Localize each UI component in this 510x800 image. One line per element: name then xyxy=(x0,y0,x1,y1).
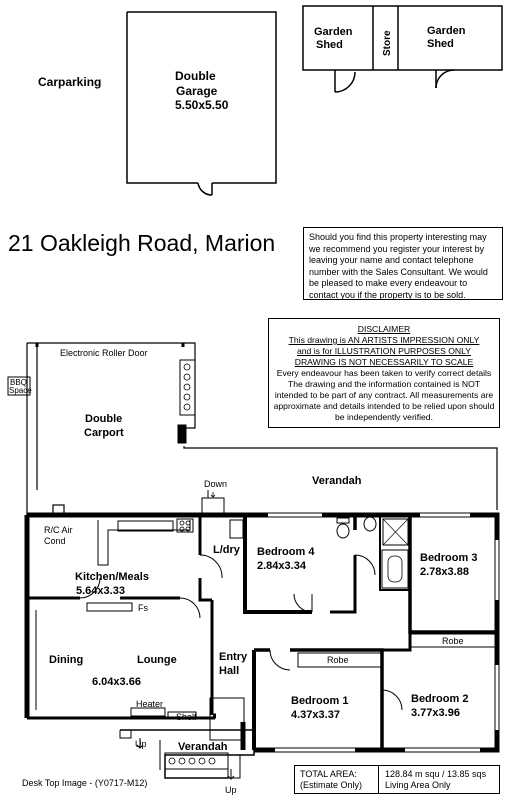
bed1-label: Bedroom 1 xyxy=(291,695,348,707)
property-address: 21 Oakleigh Road, Marion xyxy=(8,230,276,256)
estimate-label: (Estimate Only) xyxy=(300,780,363,790)
carparking-label: Carparking xyxy=(38,75,101,89)
bed2-size: 3.77x3.96 xyxy=(411,707,460,719)
interest-notice: Should you find this property interestin… xyxy=(303,227,503,300)
dining-label: Dining xyxy=(49,654,83,666)
roller-door-label: Electronic Roller Door xyxy=(60,348,148,358)
bed3-size: 2.78x3.88 xyxy=(420,566,469,578)
disclaimer-heading: DISCLAIMER xyxy=(357,324,411,334)
store-label: Store xyxy=(382,30,393,56)
aircon-label-2: Cond xyxy=(44,536,66,546)
bbq-label-2: Space xyxy=(9,386,32,395)
verandah-top-label: Verandah xyxy=(312,475,362,487)
robe1-label: Robe xyxy=(327,655,349,665)
kitchen-label: Kitchen/Meals xyxy=(75,571,149,583)
total-area-label: TOTAL AREA: xyxy=(300,769,357,779)
ldry-label: L/dry xyxy=(213,544,241,556)
disclaimer-box: DISCLAIMER This drawing is AN ARTISTS IM… xyxy=(268,318,500,428)
entry-label-2: Hall xyxy=(219,665,239,677)
shed2-label: Garden xyxy=(427,25,466,37)
heater-label: Heater xyxy=(136,699,163,709)
robe3-label: Robe xyxy=(442,636,464,646)
disclaimer-line1: This drawing is AN ARTISTS IMPRESSION ON… xyxy=(288,335,480,345)
up1-label: Up xyxy=(135,739,147,749)
disclaimer-line2: and is for ILLUSTRATION PURPOSES ONLY xyxy=(297,346,471,356)
living-size: 6.04x3.66 xyxy=(92,676,141,688)
shed2-label-2: Shed xyxy=(427,38,454,50)
shed1-label: Garden xyxy=(314,26,353,38)
kitchen-size: 5.64x3.33 xyxy=(76,585,125,597)
shelf-label: Shelf xyxy=(176,712,197,722)
aircon-label: R/C Air xyxy=(44,525,73,535)
total-area-box: TOTAL AREA: (Estimate Only) 128.84 m squ… xyxy=(294,765,500,794)
garage-label: Double xyxy=(175,69,216,83)
shed1-label-2: Shed xyxy=(316,39,343,51)
total-area-value: 128.84 m squ / 13.85 sqs xyxy=(385,769,487,779)
living-area-note: Living Area Only xyxy=(385,780,451,790)
footer-reference: Desk Top Image - (Y0717-M12) xyxy=(22,778,148,788)
bed2-label: Bedroom 2 xyxy=(411,693,468,705)
fs-label: Fs xyxy=(138,603,148,613)
up2-label: Up xyxy=(225,785,237,795)
down-label: Down xyxy=(204,479,227,489)
disclaimer-line3: DRAWING IS NOT NECESSARILY TO SCALE xyxy=(294,357,474,367)
carport-label: Double xyxy=(85,413,122,425)
verandah-bottom-label: Verandah xyxy=(178,741,228,753)
bed4-size: 2.84x3.34 xyxy=(257,560,307,572)
carport-label-2: Carport xyxy=(84,427,124,439)
bed3-label: Bedroom 3 xyxy=(420,552,477,564)
bbq-label: BBQ xyxy=(10,378,27,387)
bed1-size: 4.37x3.37 xyxy=(291,709,340,721)
lounge-label: Lounge xyxy=(137,654,177,666)
entry-label: Entry xyxy=(219,651,248,663)
disclaimer-body: Every endeavour has been taken to verify… xyxy=(273,368,495,422)
garage-label-2: Garage xyxy=(176,84,218,98)
bed4-label: Bedroom 4 xyxy=(257,546,315,558)
garage-size: 5.50x5.50 xyxy=(175,98,229,112)
